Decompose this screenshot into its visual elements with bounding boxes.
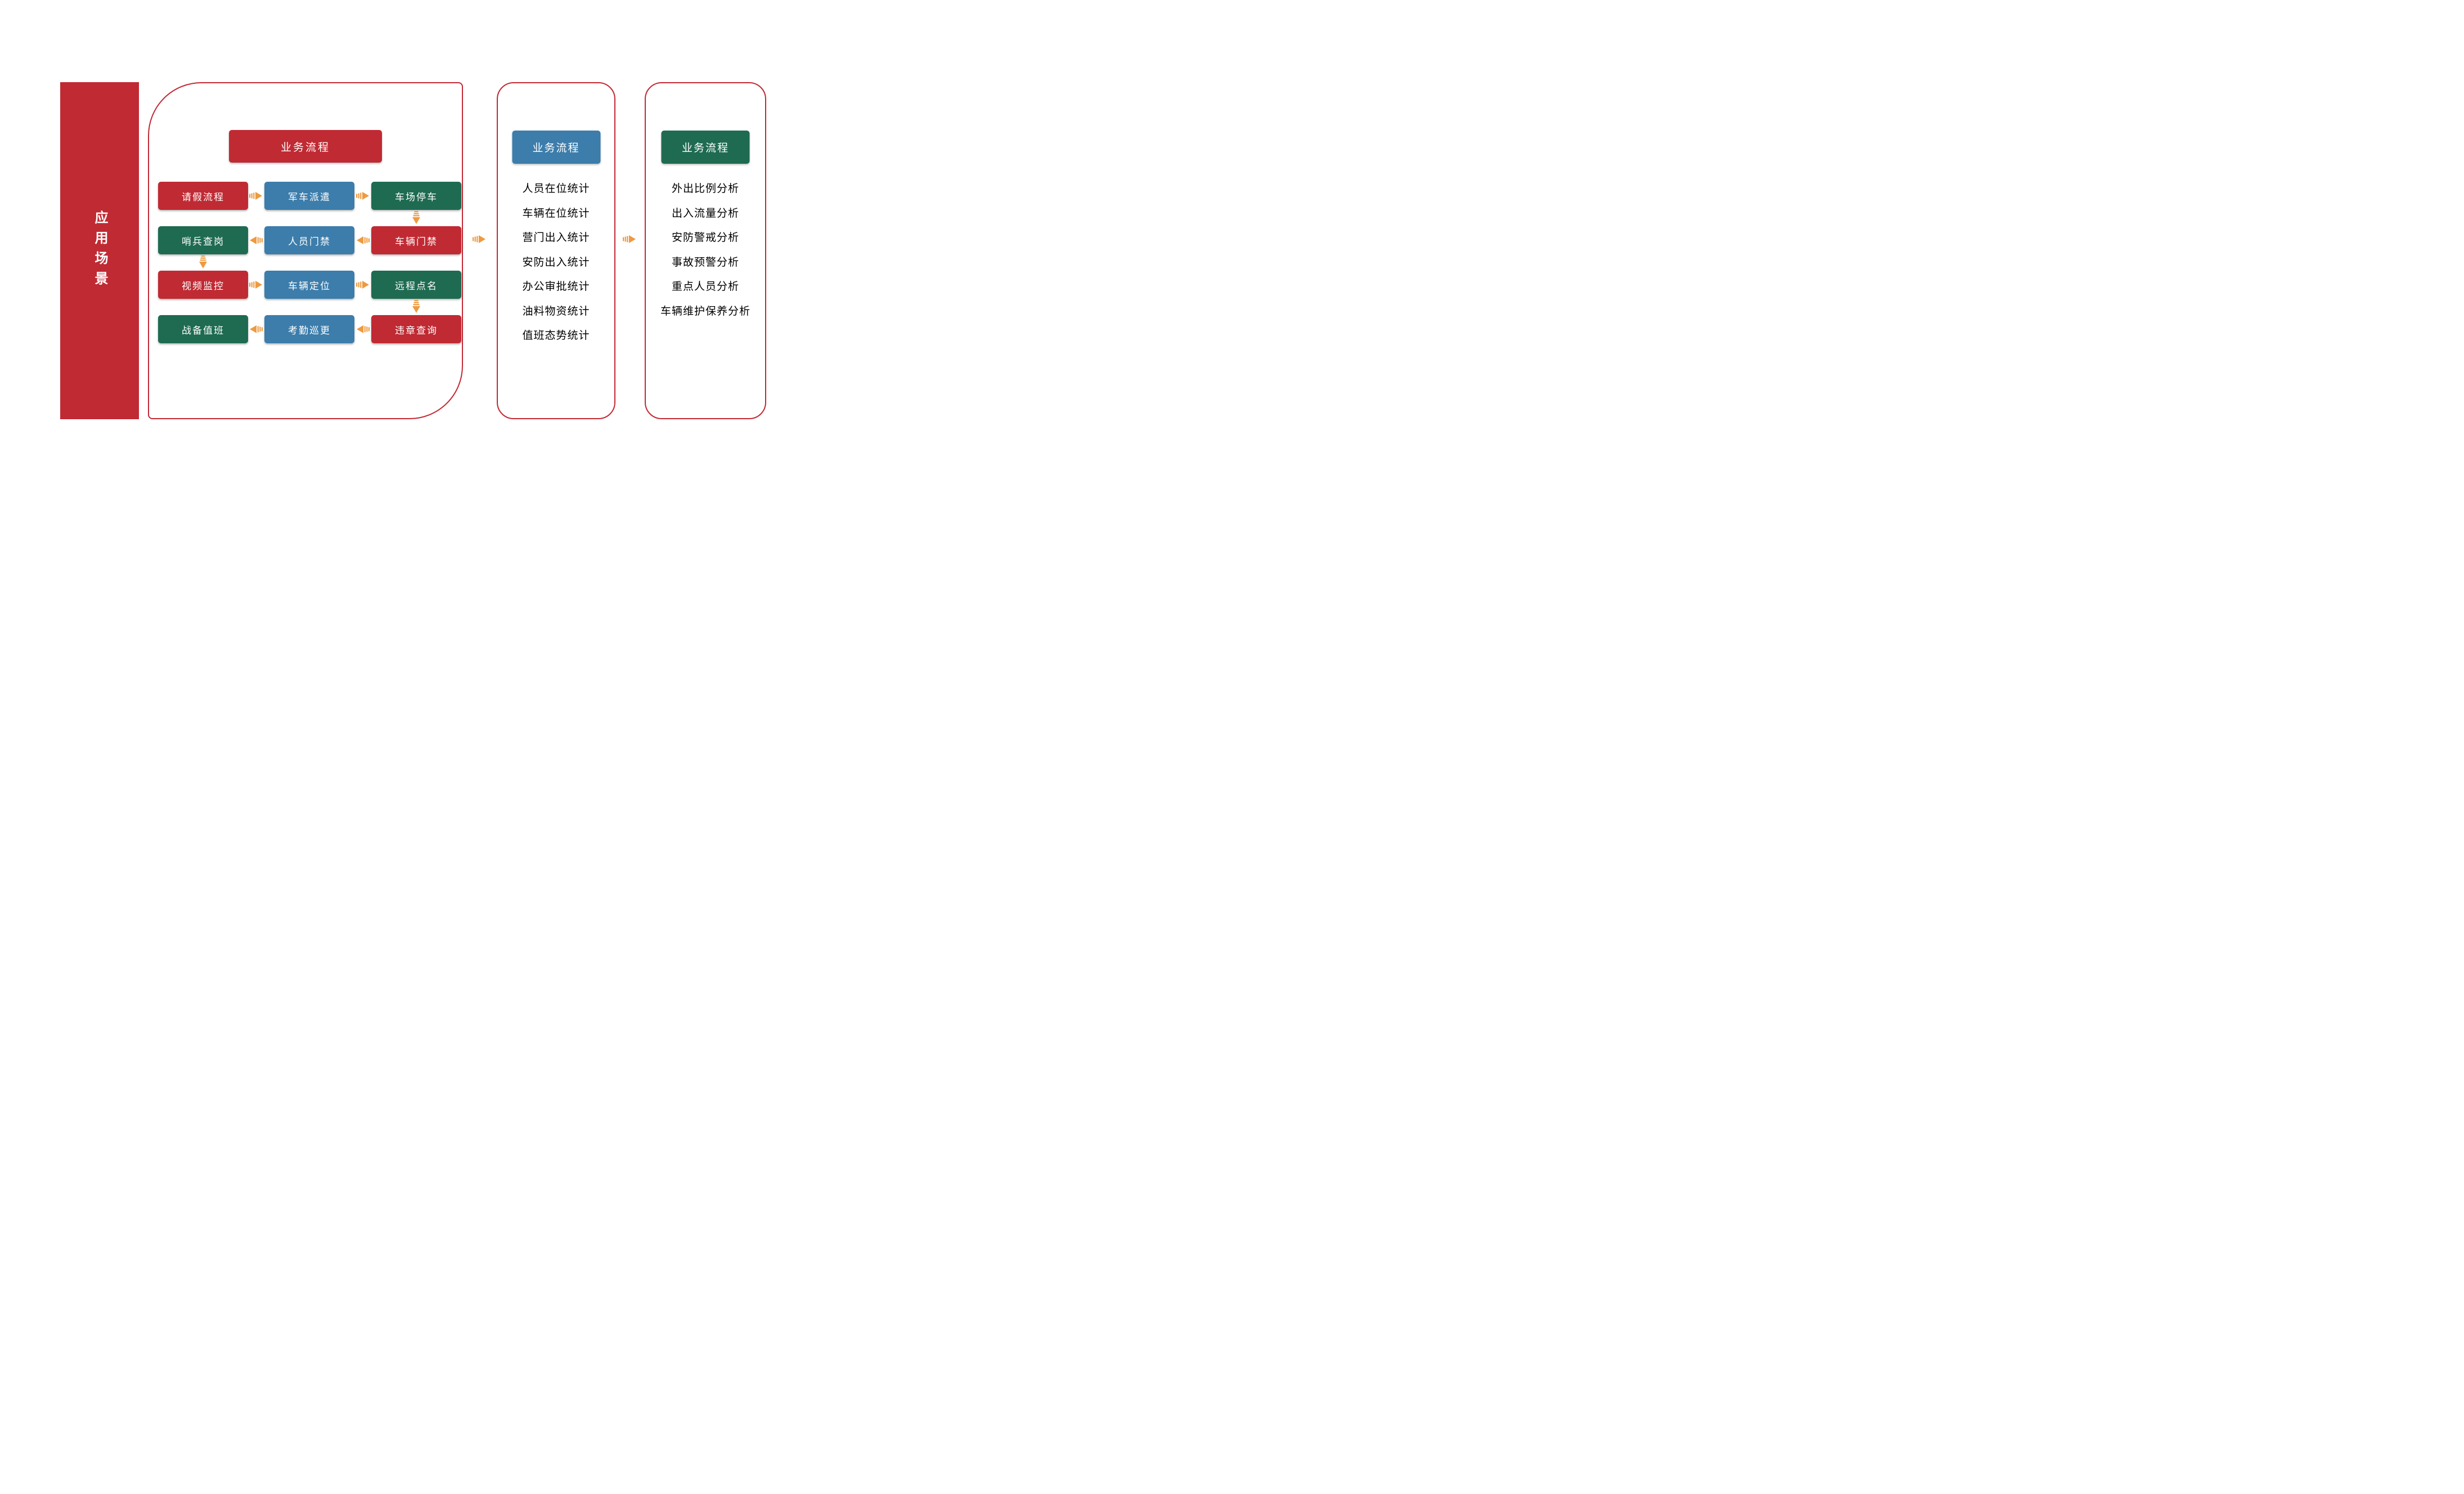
flow-arrow-down-icon: [412, 211, 421, 225]
flow-arrow-down-icon: [412, 300, 421, 313]
flow-arrow-right-icon: [249, 280, 263, 289]
flow-step-cell: 军车派遣: [264, 182, 354, 210]
flow-step-cell: 违章查询: [371, 315, 461, 343]
list-item: 事故预警分析: [671, 256, 739, 268]
flow-arrow-right-icon: [356, 191, 370, 200]
flow-arrow-left-icon: [249, 236, 263, 245]
flow-step-cell: 哨兵查岗: [158, 226, 248, 254]
list-item: 安防警戒分析: [671, 232, 739, 244]
analysis-panel: 业务流程 外出比例分析 出入流量分析 安防警戒分析 事故预警分析 重点人员分析 …: [645, 82, 766, 419]
list-item: 出入流量分析: [671, 207, 739, 219]
analysis-list: 外出比例分析 出入流量分析 安防警戒分析 事故预警分析 重点人员分析 车辆维护保…: [646, 176, 765, 322]
list-item: 安防出入统计: [522, 256, 590, 268]
flow-arrow-left-icon: [356, 236, 370, 245]
flow-step-cell: 车场停车: [371, 182, 461, 210]
flow-step-cell: 车辆门禁: [371, 226, 461, 254]
list-item: 车辆在位统计: [522, 207, 590, 219]
flow-step-cell: 考勤巡更: [264, 315, 354, 343]
list-item: 油料物资统计: [522, 305, 590, 317]
list-item: 外出比例分析: [671, 183, 739, 195]
list-item: 营门出入统计: [522, 232, 590, 244]
flow-arrow-down-icon: [199, 255, 208, 269]
flow-step-cell: 视频监控: [158, 271, 248, 299]
sidebar-title: 应用场景: [92, 210, 107, 291]
list-item: 值班态势统计: [522, 330, 590, 342]
panel-connector-arrow-icon: [623, 235, 636, 244]
statistics-list: 人员在位统计 车辆在位统计 营门出入统计 安防出入统计 办公审批统计 油料物资统…: [498, 176, 614, 347]
statistics-panel: 业务流程 人员在位统计 车辆在位统计 营门出入统计 安防出入统计 办公审批统计 …: [497, 82, 615, 419]
flow-arrow-left-icon: [356, 325, 370, 334]
flow-step-cell: 请假流程: [158, 182, 248, 210]
diagram-canvas: 应用场景 业务流程 请假流程 军车派遣 车场停车 哨兵查岗 人员门禁 车辆门: [0, 0, 821, 498]
analysis-panel-header: 业务流程: [661, 131, 750, 164]
list-item: 车辆维护保养分析: [660, 305, 750, 317]
panel-connector-arrow-icon: [473, 235, 486, 244]
statistics-panel-header: 业务流程: [512, 131, 600, 164]
list-item: 重点人员分析: [671, 281, 739, 293]
flow-arrow-right-icon: [249, 191, 263, 200]
flow-arrow-left-icon: [249, 325, 263, 334]
process-flow-panel: 业务流程 请假流程 军车派遣 车场停车 哨兵查岗 人员门禁 车辆门禁: [148, 82, 463, 419]
list-item: 办公审批统计: [522, 281, 590, 293]
process-panel-header: 业务流程: [229, 130, 382, 163]
flow-step-cell: 人员门禁: [264, 226, 354, 254]
flow-arrow-right-icon: [356, 280, 370, 289]
application-scenarios-bar: 应用场景: [60, 82, 139, 419]
list-item: 人员在位统计: [522, 183, 590, 195]
flow-step-cell: 车辆定位: [264, 271, 354, 299]
flow-step-cell: 远程点名: [371, 271, 461, 299]
flow-step-cell: 战备值班: [158, 315, 248, 343]
